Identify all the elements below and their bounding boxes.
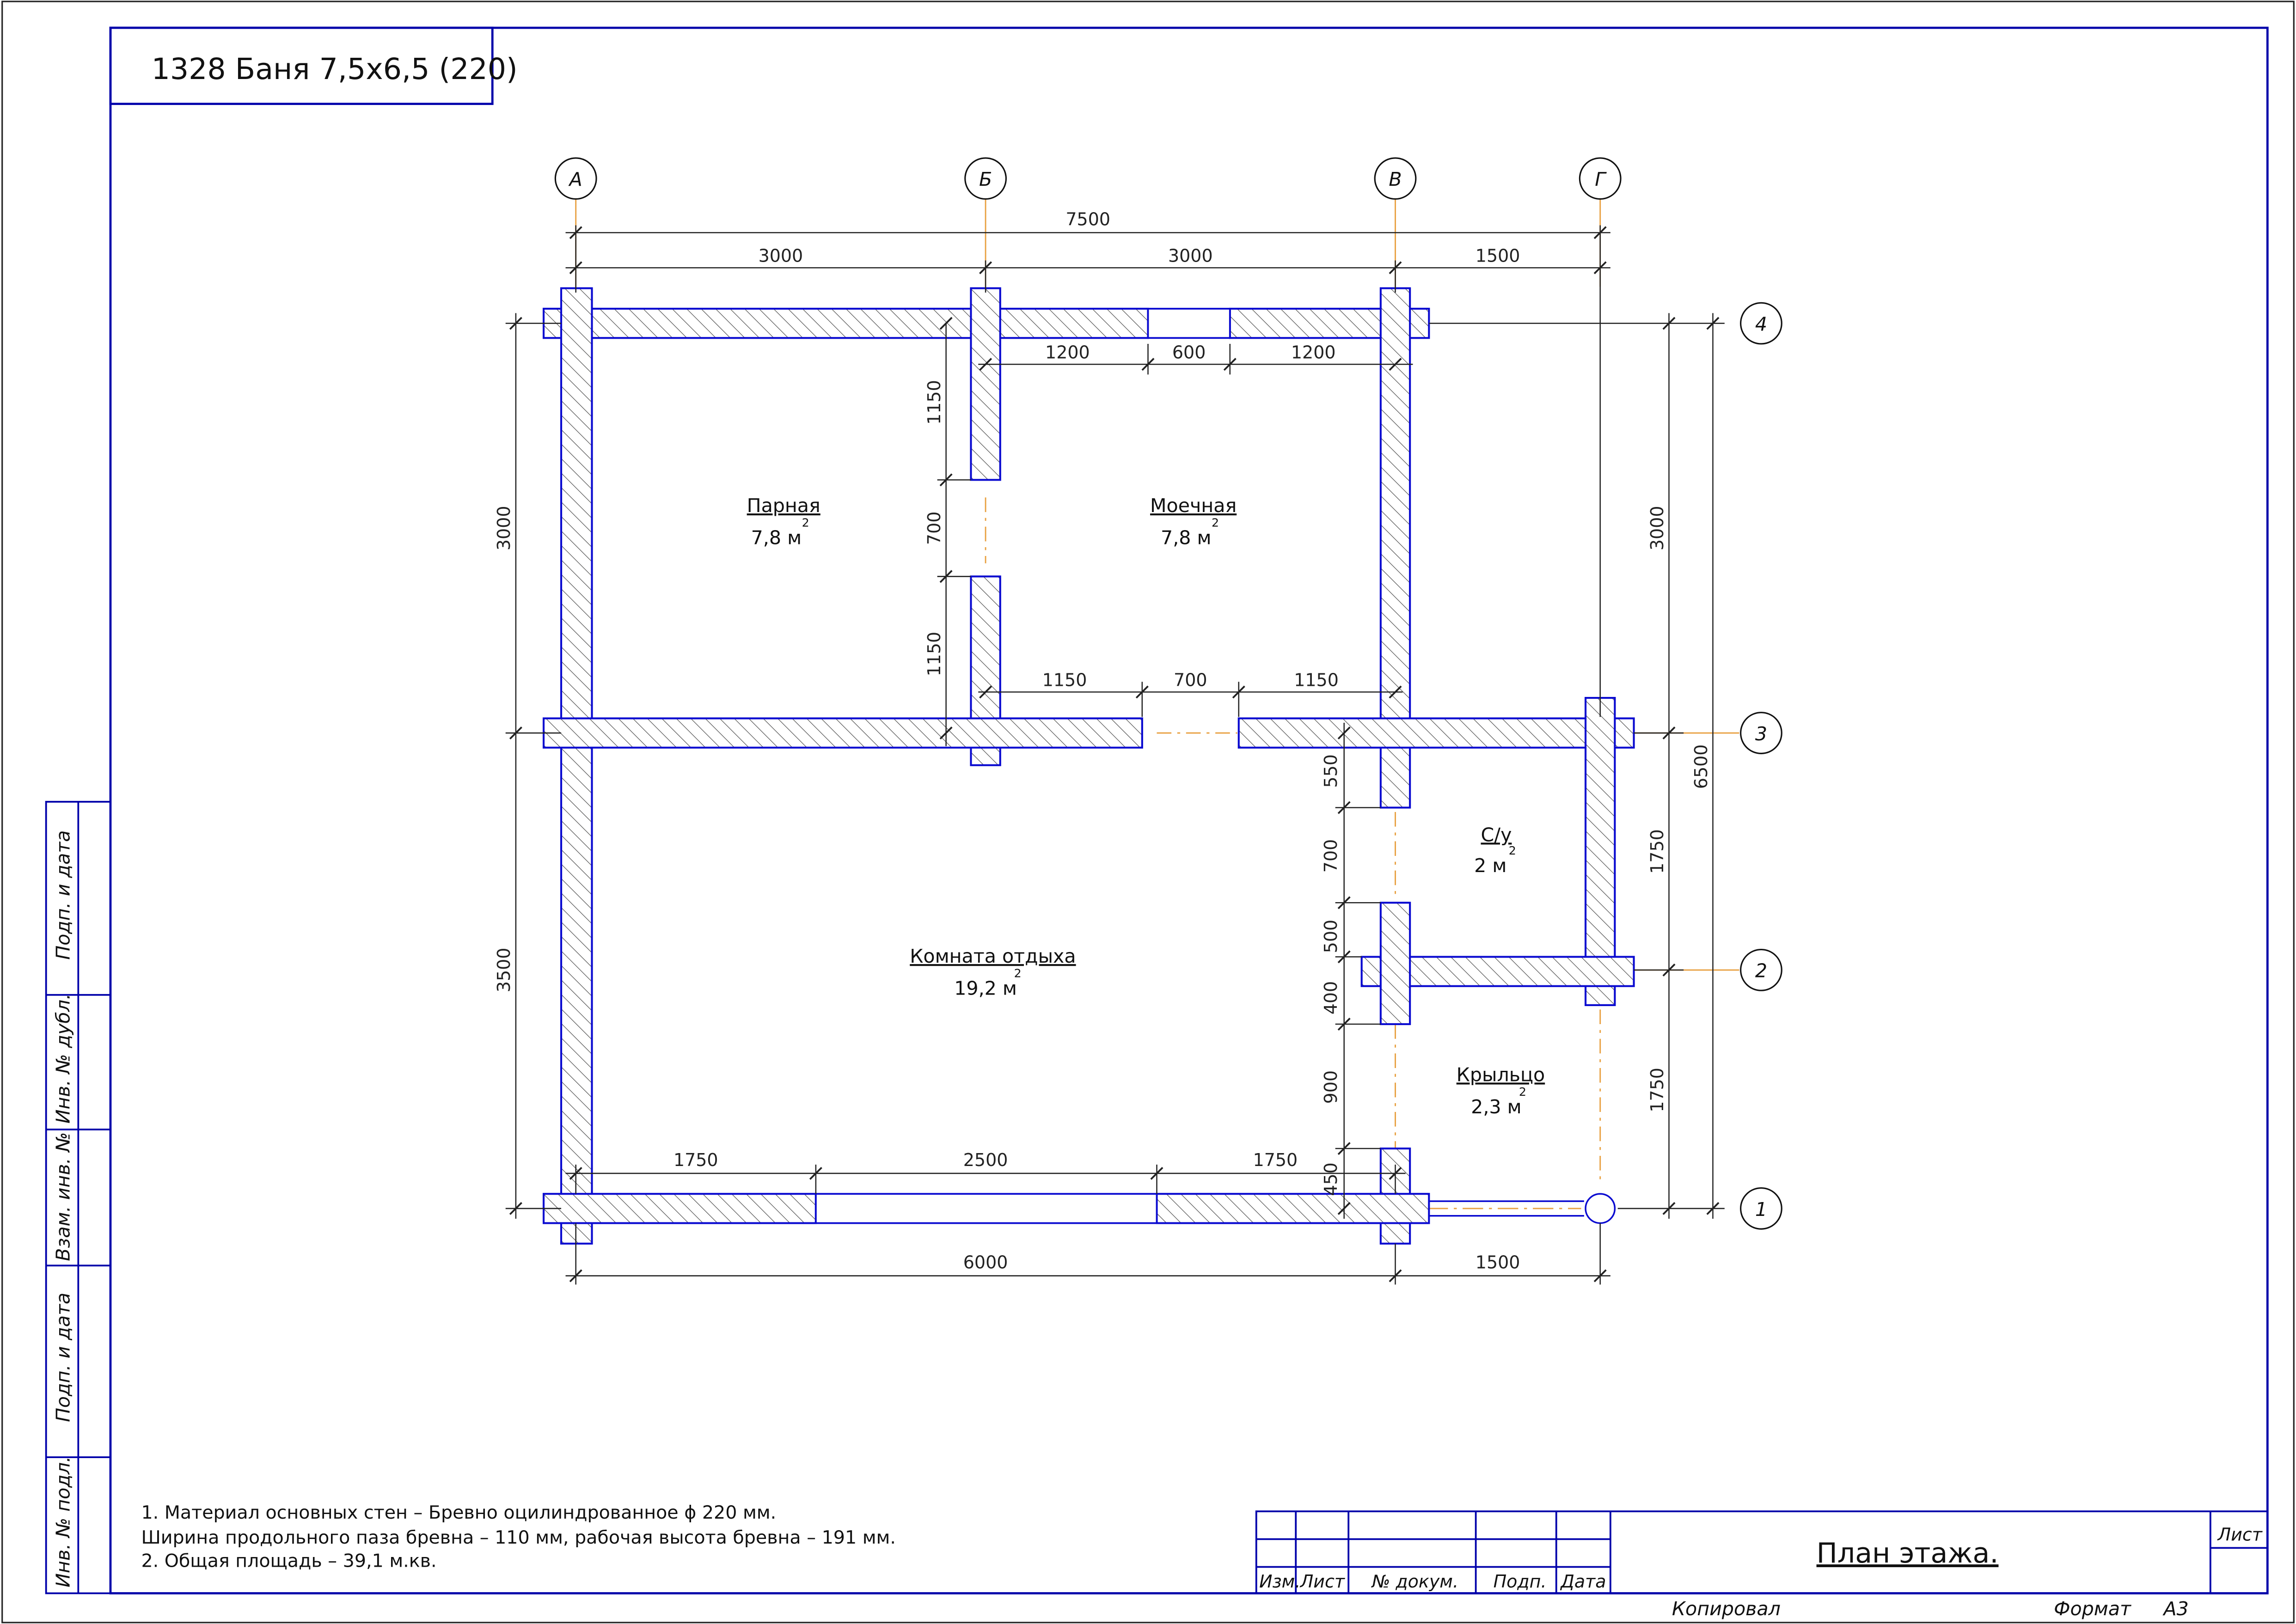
room-su-name: С/у bbox=[1481, 824, 1512, 846]
dim-moech-3: 1200 bbox=[1291, 342, 1336, 363]
axis-label-g: Г bbox=[1595, 168, 1607, 190]
dim-right-2: 1750 bbox=[1647, 829, 1667, 874]
dim-bot-total-1: 6000 bbox=[963, 1252, 1008, 1273]
axis-lines bbox=[575, 197, 1739, 1209]
room-komnata-sup: 2 bbox=[1014, 966, 1022, 980]
stamp-vzam-inv: Взам. инв. № bbox=[52, 1132, 74, 1261]
note-2: Ширина продольного паза бревна – 110 мм,… bbox=[141, 1527, 896, 1548]
room-komnata-area: 19,2 м bbox=[954, 977, 1017, 1000]
room-komnata-name: Комната отдыха bbox=[910, 945, 1076, 967]
tb-col-list: Лист bbox=[1299, 1571, 1346, 1592]
axis-bubble-b bbox=[964, 157, 1007, 200]
dim-parn-1: 1150 bbox=[924, 380, 944, 425]
axis-label-2: 2 bbox=[1755, 960, 1767, 982]
openings bbox=[814, 308, 1231, 1224]
dim-right-total: 6500 bbox=[1691, 745, 1711, 789]
porch-railing bbox=[1429, 1193, 1616, 1224]
room-moechnaya-name: Моечная bbox=[1150, 495, 1237, 517]
tb-col-dokum: № докум. bbox=[1371, 1571, 1458, 1592]
dim-su-3: 500 bbox=[1321, 920, 1341, 953]
axis-label-4: 4 bbox=[1755, 313, 1767, 335]
axis-bubble-2 bbox=[1740, 948, 1782, 991]
axis-bubble-3 bbox=[1740, 712, 1782, 754]
dim-part-1: 1150 bbox=[1042, 670, 1087, 690]
axis-label-1: 1 bbox=[1755, 1198, 1767, 1221]
dim-right-3: 1750 bbox=[1647, 1068, 1667, 1112]
dimension-lines bbox=[505, 225, 1725, 1285]
note-1: 1. Материал основных стен – Бревно оцили… bbox=[141, 1502, 776, 1523]
dim-top-1: 3000 bbox=[759, 246, 803, 266]
title-box bbox=[109, 26, 494, 105]
dim-part-2: 700 bbox=[1174, 670, 1207, 690]
axis-label-a: А bbox=[568, 168, 582, 190]
note-3: 2. Общая площадь – 39,1 м.кв. bbox=[141, 1551, 436, 1572]
room-kryltso-name: Крыльцо bbox=[1457, 1064, 1545, 1086]
dim-bot-win-2: 2500 bbox=[963, 1150, 1008, 1170]
tb-col-data: Дата bbox=[1560, 1571, 1606, 1592]
room-su-sup: 2 bbox=[1509, 843, 1516, 857]
stamp-inv-podl: Инв. № подл. bbox=[52, 1456, 74, 1587]
dim-left-1: 3000 bbox=[494, 506, 514, 551]
dimension-ticks bbox=[509, 226, 1720, 1282]
tb-col-izm: Изм. bbox=[1259, 1571, 1300, 1592]
room-kryltso-area: 2,3 м bbox=[1471, 1096, 1522, 1118]
axis-bubble-g bbox=[1579, 157, 1622, 200]
dim-su-1: 550 bbox=[1321, 754, 1341, 788]
room-kryltso-sup: 2 bbox=[1519, 1085, 1526, 1099]
footer-copied: Копировал bbox=[1672, 1598, 1781, 1620]
dim-part-3: 1150 bbox=[1294, 670, 1339, 690]
stamp-podp-data-2: Подп. и дата bbox=[52, 1293, 74, 1422]
footer-format-label: Формат bbox=[2054, 1598, 2131, 1620]
dim-su-2: 700 bbox=[1321, 839, 1341, 873]
dim-left-2: 3500 bbox=[494, 948, 514, 993]
axis-label-3: 3 bbox=[1755, 723, 1767, 745]
axis-bubble-1 bbox=[1740, 1187, 1782, 1230]
stamp-podp-data-1: Подп. и дата bbox=[52, 830, 74, 959]
dim-su-5: 900 bbox=[1321, 1070, 1341, 1104]
axis-bubble-a bbox=[554, 157, 597, 200]
dim-moech-2: 600 bbox=[1172, 342, 1206, 363]
room-parnaya-sup: 2 bbox=[802, 516, 809, 530]
dim-top-total: 7500 bbox=[1065, 209, 1110, 230]
dim-parn-2: 700 bbox=[924, 512, 944, 545]
side-stamp bbox=[45, 800, 111, 1594]
drawing-title: 1328 Баня 7,5х6,5 (220) bbox=[152, 52, 518, 86]
room-moechnaya-sup: 2 bbox=[1212, 516, 1219, 530]
tb-col-podp: Подп. bbox=[1494, 1571, 1547, 1592]
room-moechnaya-area: 7,8 м bbox=[1161, 527, 1212, 549]
axis-bubble-4 bbox=[1740, 302, 1782, 345]
axis-bubble-v bbox=[1374, 157, 1417, 200]
dim-top-2: 3000 bbox=[1168, 246, 1213, 266]
dim-su-6: 450 bbox=[1321, 1162, 1341, 1196]
footer-format-value: А3 bbox=[2162, 1598, 2189, 1620]
dim-su-4: 400 bbox=[1321, 981, 1341, 1014]
dim-bot-win-1: 1750 bbox=[673, 1150, 718, 1170]
room-parnaya-name: Парная bbox=[747, 495, 820, 517]
axis-label-v: В bbox=[1389, 168, 1402, 190]
dim-parn-3: 1150 bbox=[924, 632, 944, 677]
dim-bot-total-2: 1500 bbox=[1476, 1252, 1520, 1273]
axis-label-b: Б bbox=[979, 168, 992, 190]
dim-moech-1: 1200 bbox=[1045, 342, 1090, 363]
dim-top-3: 1500 bbox=[1476, 246, 1520, 266]
tb-sheet-label: Лист bbox=[2217, 1525, 2263, 1545]
walls bbox=[542, 287, 1635, 1245]
room-parnaya-area: 7,8 м bbox=[751, 527, 802, 549]
dim-right-1: 3000 bbox=[1647, 506, 1667, 551]
room-su-area: 2 м bbox=[1474, 855, 1506, 877]
tb-sheet-name: План этажа. bbox=[1817, 1537, 1999, 1569]
title-block bbox=[1255, 1510, 2269, 1594]
dim-bot-win-3: 1750 bbox=[1253, 1150, 1298, 1170]
stamp-inv-dubl: Инв. № дубл. bbox=[52, 994, 74, 1123]
